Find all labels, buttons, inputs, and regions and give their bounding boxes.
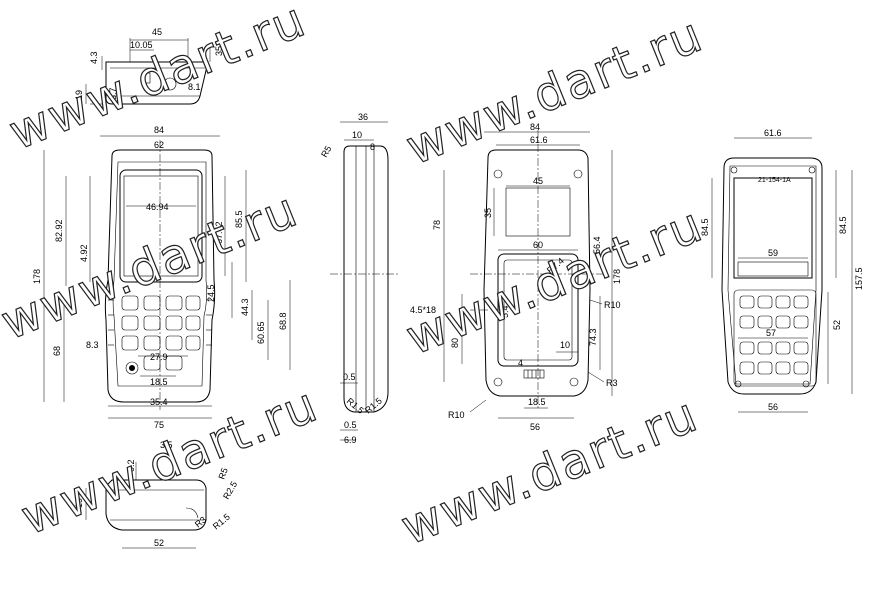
dim-label: 10	[352, 130, 362, 140]
dim-label: R5	[216, 466, 229, 480]
dim-label: R10	[604, 300, 621, 310]
dim-label: 84	[154, 125, 164, 135]
dim-label: 178	[32, 269, 42, 284]
dim-label: 84.5	[700, 218, 710, 236]
dim-label: 56	[768, 402, 778, 412]
dim-label: 52	[154, 538, 164, 548]
dim-label: 10.05	[130, 40, 153, 50]
dim-label: 4	[518, 358, 523, 368]
dim-label: 57	[766, 328, 776, 338]
dim-label: R10	[448, 410, 465, 420]
dim-label: 18.5	[150, 377, 168, 387]
dim-label: 4.5*18	[410, 305, 436, 315]
dim-label: 8.1	[188, 82, 201, 92]
dim-label: 36	[358, 112, 368, 122]
dim-label: R1.5	[345, 396, 366, 416]
dim-label: 8.3	[86, 340, 99, 350]
dim-label: 24.5	[206, 284, 216, 302]
watermark: www.dart.ru	[399, 196, 712, 366]
dim-label: 4.92	[79, 244, 89, 262]
dim-label: 74.3	[588, 328, 598, 346]
dim-label: 19	[74, 498, 84, 508]
dim-label: 35	[483, 208, 493, 218]
dim-label: 19	[74, 90, 84, 100]
dim-label: 61.6	[764, 128, 782, 138]
dim-label: 10	[560, 340, 570, 350]
dim-label: 5.4	[500, 305, 510, 318]
dim-label: 0.5	[343, 372, 356, 382]
watermark: www.dart.ru	[2, 0, 315, 161]
dim-label: 178	[612, 269, 622, 284]
back-view: 84 61.6 45 35 78 60 R7.4 56.4 178 R10 4.…	[410, 122, 622, 432]
part-number-label: 21-154-1A	[758, 177, 791, 184]
dim-label: 44.3	[240, 298, 250, 316]
dim-label: 3.7	[108, 87, 118, 100]
dim-label: 35	[214, 46, 224, 56]
front-view: 84 62 82.92 4.92 46.94 67.42 85.5 178 24…	[32, 125, 291, 430]
dim-label: 75	[154, 420, 164, 430]
dim-label: 84.5	[838, 216, 848, 234]
dim-label: 45	[152, 27, 162, 37]
display-keypad	[739, 295, 809, 375]
dim-label: 82.92	[54, 219, 64, 242]
dim-label: 157.5	[854, 267, 864, 290]
dim-label: 62	[154, 140, 164, 150]
watermark: www.dart.ru	[394, 386, 707, 556]
dim-label: 18.5	[528, 397, 546, 407]
dim-label: 45	[533, 176, 543, 186]
dim-label: 68	[52, 346, 62, 356]
dim-label: 68.8	[278, 312, 288, 330]
dim-label: 56.4	[592, 236, 602, 254]
dim-label: 8	[370, 142, 375, 152]
display-view: 21-154-1A 61.6 84.5 8	[700, 128, 864, 413]
dim-label: 61.6	[530, 135, 548, 145]
dim-label: 27.9	[150, 352, 168, 362]
dim-label: 35.4	[150, 397, 168, 407]
dim-label: 52	[832, 320, 842, 330]
dim-label: 0.2	[126, 459, 136, 472]
dim-label: 67.42	[214, 221, 224, 244]
dim-label: 78	[432, 220, 442, 230]
dim-label: 0.5	[344, 420, 357, 430]
dim-label: R5	[319, 144, 333, 159]
scale-label: 3:5	[160, 440, 173, 450]
watermark: www.dart.ru	[399, 6, 712, 176]
side-view: 36 10 8 R5 0.5 R1.5 R1.5 0.5 6.9	[319, 112, 400, 445]
dim-label: 56	[530, 422, 540, 432]
dim-label: 46.94	[146, 202, 169, 212]
top-view: 45 10.05 4.3 35 19 3.7 8.1	[74, 27, 224, 105]
dim-label: 85.5	[234, 210, 244, 228]
dim-label: R1.5	[211, 512, 232, 532]
dim-label: 60.65	[256, 321, 266, 344]
dim-label: R2.5	[221, 480, 239, 501]
watermark-layer: www.dart.ru www.dart.ru www.dart.ru www.…	[0, 0, 712, 557]
dim-label: 60	[533, 240, 543, 250]
dim-label: 80	[450, 338, 460, 348]
dim-label: 6.9	[344, 435, 357, 445]
dim-label: 59	[768, 248, 778, 258]
keypad	[108, 295, 212, 375]
dim-label: R3	[606, 378, 618, 388]
dim-label: 84	[530, 122, 540, 132]
dim-label: 4.3	[89, 51, 99, 64]
